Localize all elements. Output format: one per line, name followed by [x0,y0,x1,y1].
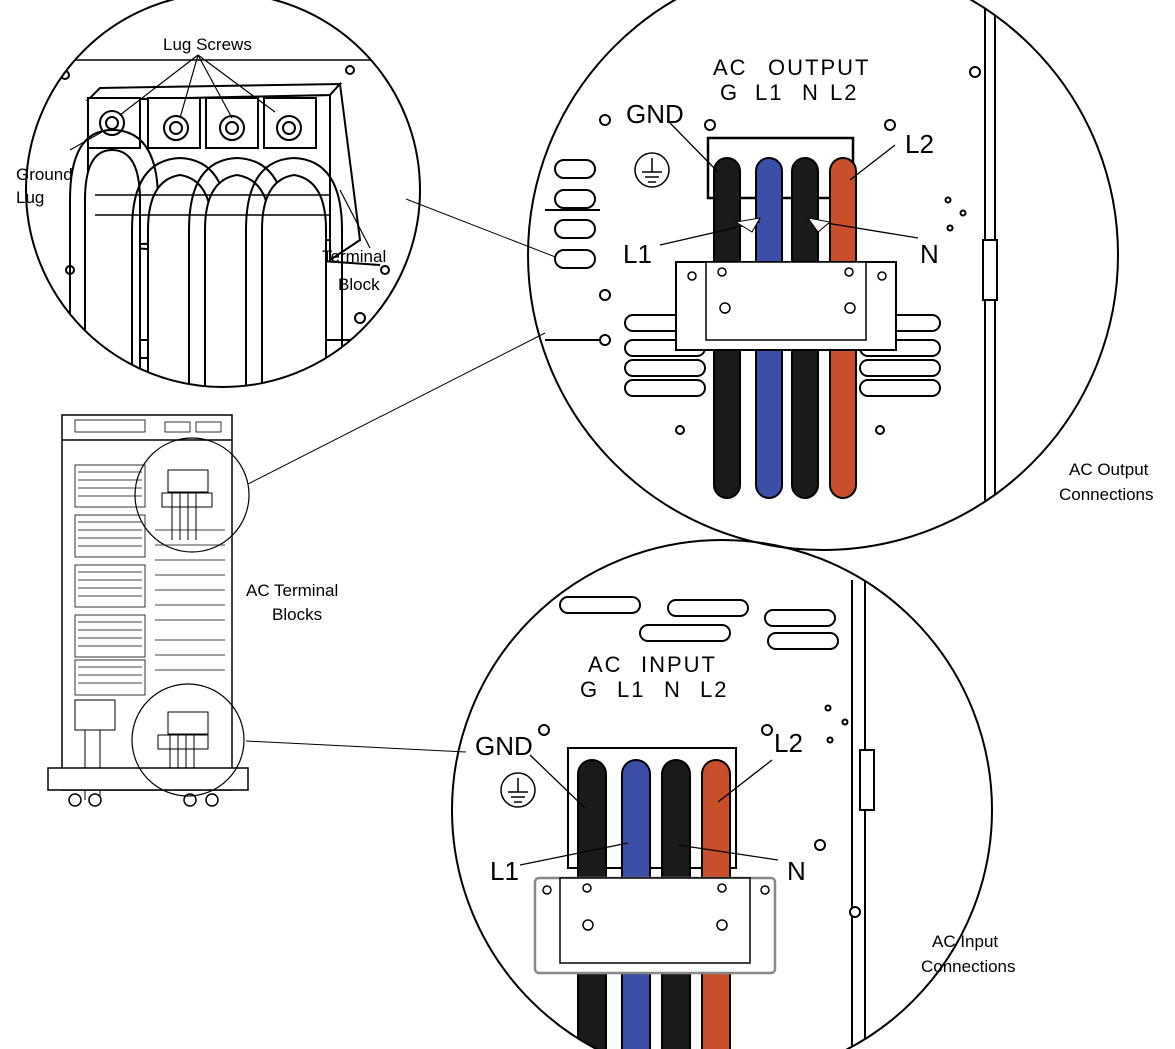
input-col-l2: L2 [700,677,728,702]
output-gnd-label: GND [626,99,684,129]
input-callout-circle [131,683,245,797]
input-title-ac: AC [588,652,623,677]
input-col-n: N [664,677,682,702]
terminal-block-detail: Lug Screws Ground Lug Terminal Block [16,0,421,388]
input-gnd-label: GND [475,731,533,761]
input-caption-1: AC Input [932,932,998,951]
output-l2-label: L2 [905,129,934,159]
input-col-l1: L1 [617,677,645,702]
terminal-block-label-2: Block [338,275,380,294]
output-col-g: G [720,80,739,105]
ac-input-detail: AC INPUT G L1 N L2 GND L2 L1 N AC Input … [451,539,1016,1049]
callout-leader-lines [245,198,559,753]
input-title-input: INPUT [641,652,717,677]
ground-lug-label-1: Ground [16,165,73,184]
terminal-block-label-1: Terminal [322,247,386,266]
ac-output-detail: AC OUTPUT G L1 N L2 GND L2 L1 N AC Outpu… [527,0,1154,551]
output-col-l1: L1 [755,80,783,105]
output-title-ac: AC [713,55,748,80]
ground-lug-label-2: Lug [16,188,44,207]
input-n-label: N [787,856,806,886]
output-n-label: N [920,239,939,269]
input-l1-label: L1 [490,856,519,886]
ac-terminal-blocks-label-1: AC Terminal [246,581,338,600]
ac-terminal-blocks-label-2: Blocks [272,605,322,624]
input-l2-label: L2 [774,728,803,758]
ups-rear-panel [47,414,249,807]
output-l1-label: L1 [623,239,652,269]
output-title-output: OUTPUT [768,55,870,80]
output-col-n: N [802,80,820,105]
lug-screws-label: Lug Screws [163,35,252,54]
output-callout-circle [134,437,250,553]
input-col-g: G [580,677,599,702]
output-caption-2: Connections [1059,485,1154,504]
output-col-l2: L2 [830,80,858,105]
output-caption-1: AC Output [1069,460,1149,479]
input-caption-2: Connections [921,957,1016,976]
